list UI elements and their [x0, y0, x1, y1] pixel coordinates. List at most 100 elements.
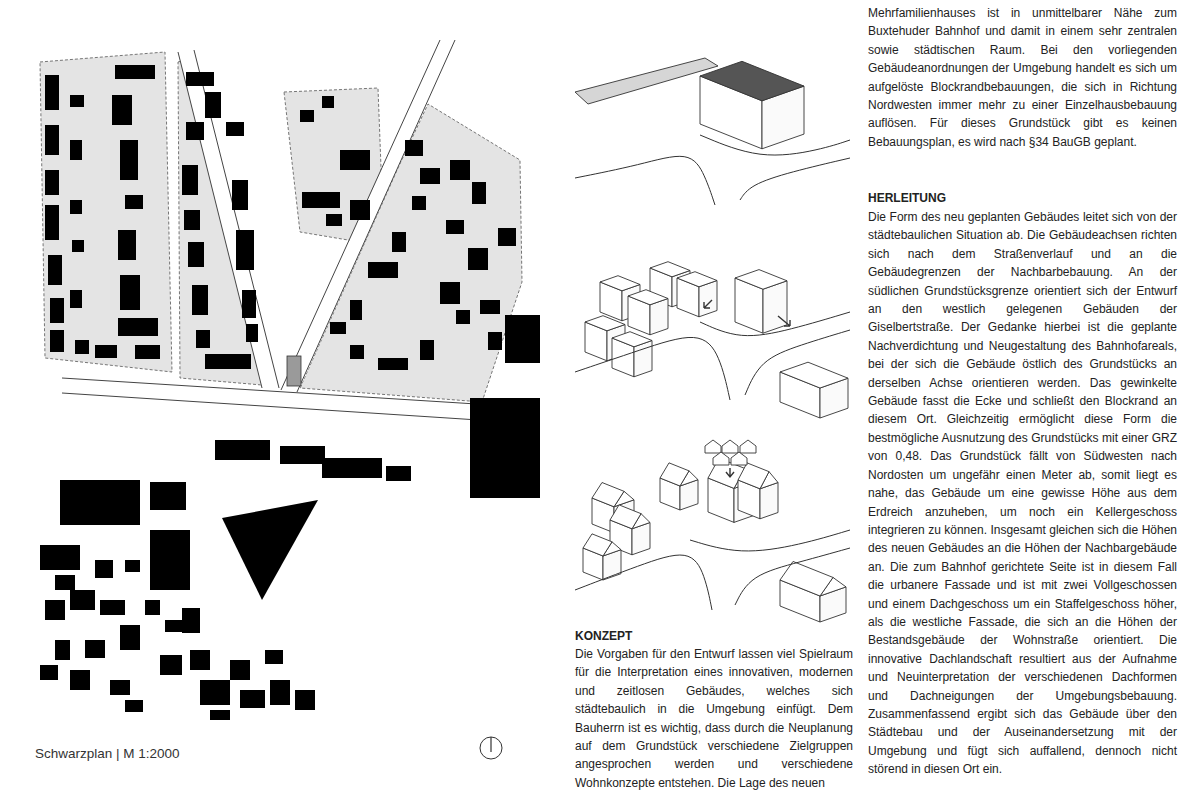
sketch-street [740, 158, 850, 200]
building [40, 665, 58, 680]
building [186, 72, 214, 86]
building [505, 315, 540, 363]
sketch-face [650, 262, 690, 277]
building [330, 322, 346, 334]
road-edge [62, 393, 540, 424]
sketch-street [575, 555, 712, 610]
building [112, 95, 132, 125]
building [125, 560, 140, 572]
building [45, 600, 65, 620]
building [70, 95, 84, 107]
building [468, 248, 488, 270]
building [160, 655, 182, 675]
building [232, 180, 248, 210]
building [240, 690, 265, 708]
building [440, 282, 460, 304]
building [190, 650, 210, 670]
section-heading: KONZEPT [575, 627, 775, 645]
building [350, 200, 370, 220]
sketch-face [780, 362, 848, 388]
sketch-icon [740, 440, 756, 453]
project-site [287, 356, 301, 386]
building [392, 232, 406, 252]
building [70, 290, 82, 308]
building [182, 608, 200, 633]
sketch-face [600, 276, 640, 291]
building [55, 640, 70, 660]
building [302, 192, 340, 208]
north-circle [480, 737, 502, 759]
building [386, 466, 411, 481]
building [182, 165, 198, 195]
sketch-1 [575, 58, 850, 205]
building [125, 700, 143, 712]
building [242, 290, 256, 318]
building [70, 200, 82, 214]
building [350, 300, 362, 320]
building [246, 324, 258, 342]
sketch-street [735, 548, 850, 605]
building [70, 670, 90, 690]
building [450, 160, 470, 180]
building [488, 332, 502, 350]
sketch-face [780, 561, 833, 596]
building [236, 230, 254, 270]
building [135, 345, 160, 359]
building [420, 168, 440, 184]
building [40, 545, 80, 570]
sketch-street [690, 530, 850, 551]
building [45, 75, 59, 110]
sketch-street [575, 156, 715, 205]
building [45, 205, 59, 240]
body-text: Die Form des neu geplanten Gebäudes leit… [868, 208, 1177, 779]
road-edge [178, 52, 262, 388]
building [480, 300, 500, 314]
section-heading: HERLEITUNG [868, 189, 1177, 207]
plot-area [40, 52, 172, 372]
building [75, 340, 89, 354]
building [45, 170, 59, 195]
building [456, 310, 470, 324]
building [412, 196, 426, 210]
building [270, 680, 290, 705]
map-caption: Schwarzplan | M 1:2000 [35, 745, 180, 763]
building [50, 330, 64, 352]
building [55, 575, 75, 590]
sketch-3 [575, 440, 850, 622]
sketch-face [592, 483, 624, 507]
building [192, 285, 208, 315]
building [498, 228, 516, 246]
road-edge [281, 40, 440, 390]
site-map [40, 40, 540, 720]
building [322, 96, 334, 108]
building [405, 140, 423, 156]
building [368, 262, 398, 278]
building [205, 354, 251, 369]
sketch-icon [722, 440, 738, 453]
body-text: Die Vorgaben für den Entwurf lassen viel… [575, 645, 853, 792]
building [378, 358, 408, 370]
building [196, 330, 210, 348]
building [45, 125, 59, 155]
building [340, 150, 370, 170]
sketch-face [735, 270, 787, 290]
plot-area [300, 104, 522, 402]
building [322, 458, 382, 478]
building [350, 345, 364, 359]
sketch-street [745, 330, 850, 395]
building [295, 690, 315, 710]
building [420, 340, 434, 360]
sketch-icon [713, 452, 729, 465]
building [265, 650, 283, 664]
road [178, 50, 279, 390]
sketch-street [575, 337, 730, 400]
building [120, 140, 138, 180]
building [50, 298, 64, 323]
building [100, 600, 125, 615]
building [95, 560, 113, 578]
building [165, 620, 183, 632]
north-line [490, 737, 491, 752]
sketch-2 [575, 262, 850, 418]
building [472, 182, 486, 204]
sketch-street [700, 312, 850, 336]
